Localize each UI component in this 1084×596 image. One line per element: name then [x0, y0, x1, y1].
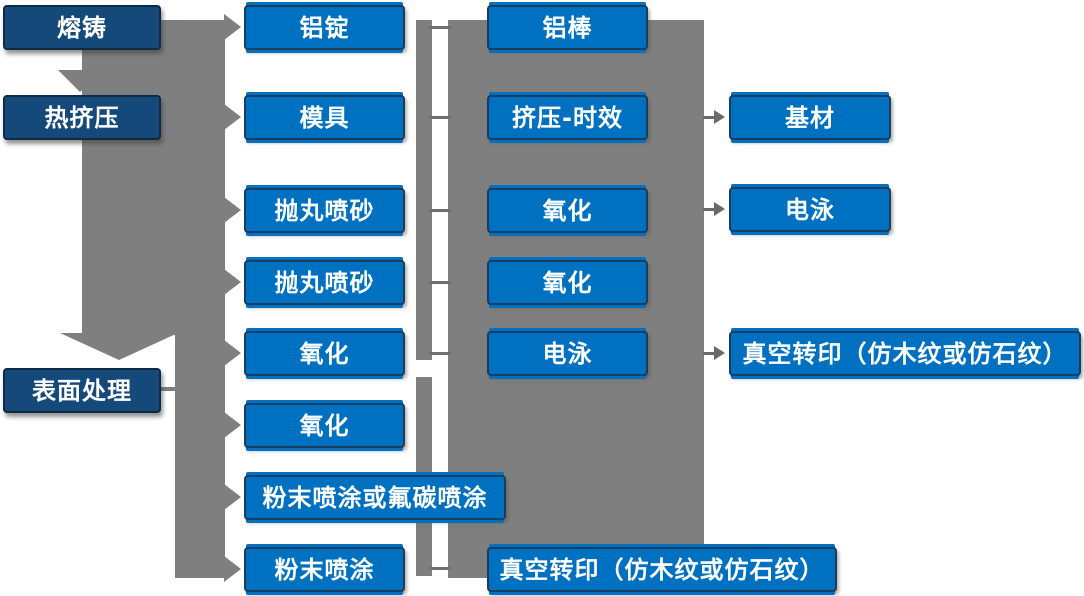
arrowhead-right-aluminum-ingot: [224, 14, 241, 40]
node-aluminum-rod: 铝棒: [487, 5, 648, 50]
connector-collector-bar-3: [416, 520, 432, 576]
node-mold: 模具: [244, 95, 405, 140]
connector-tick-row-1: [429, 26, 451, 29]
arrowhead-right-shot-blasting-1: [224, 197, 241, 223]
connector-tick-row-5: [429, 352, 451, 355]
node-oxidation-3: 氧化: [487, 188, 648, 233]
connector-tick-row-3: [429, 209, 451, 212]
arrowhead-down-to-surface-treatment: [60, 333, 178, 360]
connector-band-main-left: [82, 20, 175, 335]
node-vacuum-transfer-2: 真空转印（仿木纹或仿石纹）: [729, 331, 1081, 376]
node-substrate: 基材: [729, 95, 891, 140]
arrowhead-right-oxidation-2: [224, 412, 241, 438]
connector-tick-row-4: [429, 281, 451, 284]
connector-tick-row-2: [429, 116, 451, 119]
arrowhead-right-mold: [224, 104, 241, 130]
node-electrophoresis-1: 电泳: [487, 331, 648, 376]
arrow-extrusion-to-substrate-shaft: [703, 116, 715, 119]
connector-band-branch: [175, 20, 225, 578]
node-electrophoresis-2: 电泳: [729, 187, 891, 232]
arrow-electrophoresis-to-vacuum-shaft: [703, 352, 715, 355]
connector-tick-row-8: [429, 567, 451, 570]
arrowhead-down-melting-to-extrusion: [58, 70, 102, 92]
arrow-oxidation-to-electrophoresis-shaft: [703, 208, 715, 211]
node-oxidation-2: 氧化: [244, 403, 405, 448]
node-surface-treatment: 表面处理: [3, 368, 161, 413]
arrow-extrusion-to-substrate-head: [714, 110, 725, 124]
node-oxidation-4: 氧化: [487, 260, 648, 305]
node-shot-blasting-1: 抛丸喷砂: [244, 188, 405, 233]
node-melting-casting: 熔铸: [3, 5, 161, 50]
node-shot-blasting-2: 抛丸喷砂: [244, 260, 405, 305]
node-powder-or-fluorocarbon-coating: 粉末喷涂或氟碳喷涂: [244, 475, 506, 520]
arrowhead-right-shot-blasting-2: [224, 269, 241, 295]
arrow-electrophoresis-to-vacuum-head: [714, 346, 725, 360]
arrowhead-right-oxidation-1: [224, 340, 241, 366]
connector-surface-treatment-link: [160, 387, 176, 391]
connector-collector-bar-1: [416, 20, 432, 360]
node-hot-extrusion: 热挤压: [3, 95, 161, 140]
arrow-oxidation-to-electrophoresis-head: [714, 202, 725, 216]
arrowhead-right-powder-fluorocarbon: [224, 484, 241, 510]
connector-collector-bar-2: [416, 377, 432, 475]
node-oxidation-1: 氧化: [244, 331, 405, 376]
node-aluminum-ingot: 铝锭: [244, 5, 405, 50]
node-vacuum-transfer-1: 真空转印（仿木纹或仿石纹）: [487, 547, 837, 592]
arrowhead-right-powder-coating: [224, 556, 241, 582]
node-powder-coating: 粉末喷涂: [244, 547, 405, 592]
node-extrusion-aging: 挤压-时效: [487, 95, 648, 140]
